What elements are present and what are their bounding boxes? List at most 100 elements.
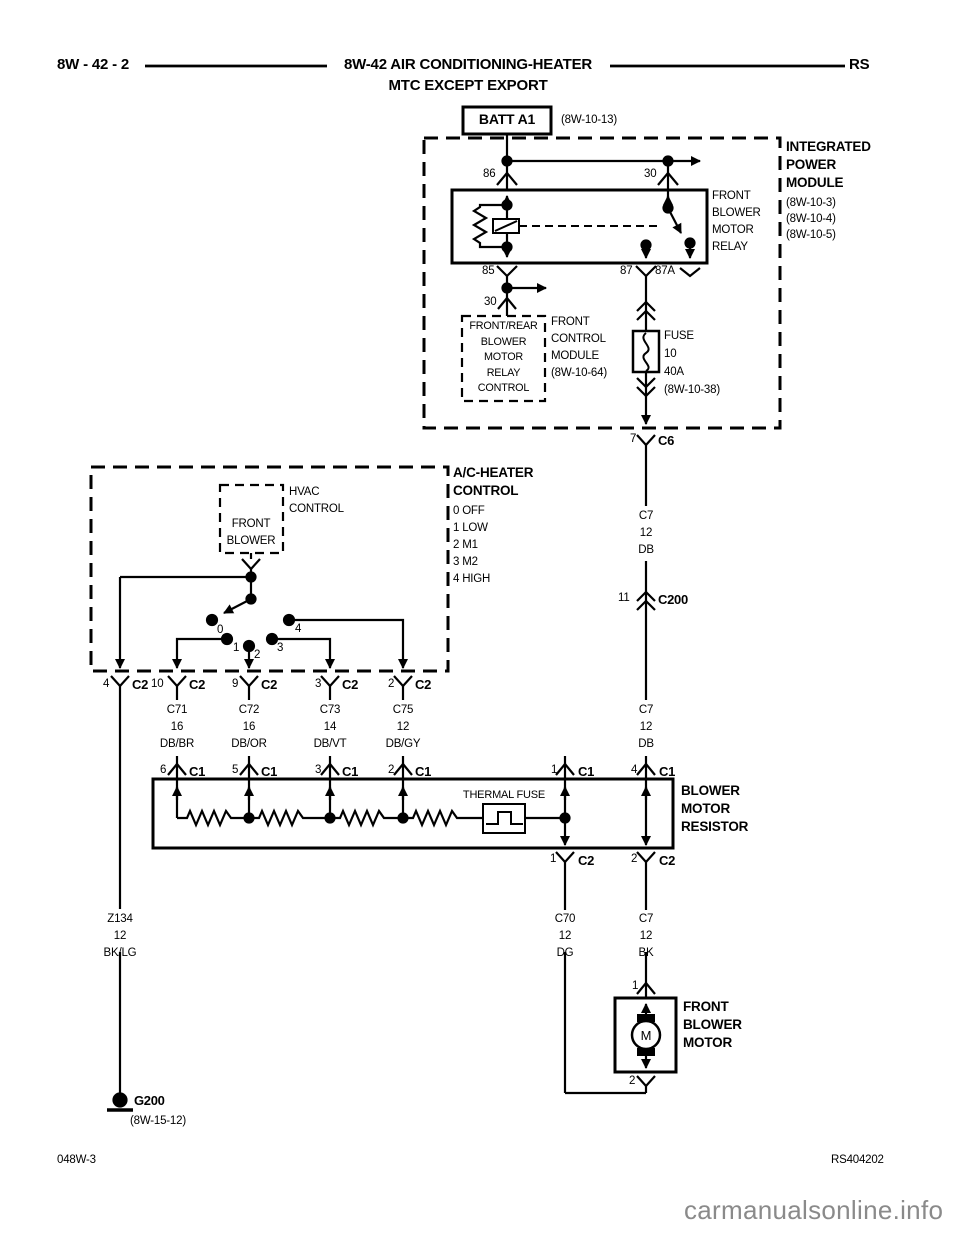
c1-name: C1 [342, 764, 359, 779]
wire-label-c7db-lower: C7 12 DB [638, 704, 654, 750]
fuse-element [642, 332, 650, 372]
c6-connector [636, 434, 656, 447]
ipm-dashed-box [422, 136, 782, 430]
motor-brush-bottom [637, 1048, 655, 1056]
terminal-87a-connector [679, 267, 701, 278]
watermark: carmanualsonline.info [684, 1195, 944, 1225]
switch-pos-2-label: 2 [254, 649, 261, 661]
terminal-85-label: 85 [482, 265, 495, 277]
header-corner: RS [849, 56, 870, 73]
switch-feed-connector [241, 558, 261, 571]
c200-connector [636, 590, 656, 602]
terminal-87-connector [635, 265, 657, 278]
motor-brush-top [637, 1014, 655, 1022]
ipm-title: INTEGRATED POWER MODULE [786, 139, 871, 190]
c2-pin2-label: 2 [388, 678, 395, 690]
resistor-r3 [330, 808, 403, 828]
fcm-dashed-box [460, 314, 547, 403]
resistor-c2-name: C2 [659, 853, 676, 868]
ipm-refs: (8W-10-3) (8W-10-4) (8W-10-5) [786, 197, 836, 241]
motor-pin2-connector [636, 1075, 656, 1088]
c6-pin-label: 7 [630, 433, 637, 445]
wire-label-z134: Z134 12 BK/LG [103, 913, 137, 959]
wire-label-c75: C75 12 DB/GY [385, 704, 421, 750]
front-blower-label: FRONT BLOWER [226, 518, 276, 547]
motor-pin1-label: 1 [632, 980, 639, 992]
ground-symbol [112, 1092, 128, 1108]
hvac-dashed-box [218, 483, 285, 555]
footer-right: RS404202 [831, 1154, 884, 1166]
motor-box [613, 996, 678, 1074]
c2-pin9-label: 9 [232, 678, 239, 690]
battery-feed [461, 105, 701, 190]
terminal-30-label: 30 [644, 168, 657, 180]
fuse-box [631, 329, 661, 374]
resistor-c2-pin2-connector [636, 851, 656, 864]
batt-a1-label: BATT A1 [478, 111, 536, 127]
wire-label-c73: C73 14 DB/VT [313, 704, 347, 750]
ground-name-label: G200 [134, 1093, 165, 1108]
ac-control-title: A/C-HEATER CONTROL [453, 465, 534, 498]
c1-pin4-label: 4 [631, 764, 638, 776]
c2-pin10-label: 10 [151, 678, 164, 690]
motor-and-ground-wiring [107, 952, 678, 1112]
c2-pin4-label: 4 [103, 678, 110, 690]
terminal-86-label: 86 [483, 168, 496, 180]
c2-name: C2 [132, 677, 149, 692]
switch-pos-0-label: 0 [217, 624, 224, 636]
fcm-branch [460, 276, 547, 403]
c1-pin4-connector [636, 762, 656, 776]
wire-label-c72: C72 16 DB/OR [231, 704, 267, 750]
c2-pin3-label: 3 [315, 678, 322, 690]
c1-name: C1 [415, 764, 432, 779]
resistor-r2 [249, 808, 330, 828]
fcm-box-label: FRONT/REAR BLOWER MOTOR RELAY CONTROL [469, 320, 538, 394]
footer-left: 048W-3 [57, 1154, 96, 1166]
batt-ref: (8W-10-13) [561, 114, 617, 126]
wire-label-c7bk: C7 12 BK [638, 913, 654, 959]
ground-ref-label: (8W-15-12) [130, 1115, 186, 1127]
relay-coil-resistor [471, 203, 507, 249]
c2-connector-row [110, 675, 413, 909]
resistor-c2-pin2-label: 2 [631, 853, 638, 865]
relay-switch-arm [667, 207, 682, 234]
fuse-label: FUSE 10 40A (8W-10-38) [664, 330, 720, 396]
c1-pin6-label: 6 [160, 764, 167, 776]
c1-name: C1 [261, 764, 278, 779]
wire-label-c70: C70 12 DG [554, 913, 576, 959]
switch-contact-0 [205, 613, 219, 627]
switch-pos-4-label: 4 [295, 623, 302, 635]
fcm-side-label: FRONT CONTROL MODULE (8W-10-64) [551, 316, 607, 379]
terminal-86-connector [496, 171, 518, 186]
resistor-c2-name: C2 [578, 853, 595, 868]
c1-pin3-label: 3 [315, 764, 322, 776]
thermal-fuse-label: THERMAL FUSE [462, 789, 546, 801]
header-page-ref: 8W - 42 - 2 [57, 56, 129, 73]
c6-name-label: C6 [658, 433, 675, 448]
c1-pin2-label: 2 [388, 764, 395, 776]
switch-pos-3-label: 3 [277, 642, 284, 654]
ac-control-dashed-box [89, 465, 450, 673]
resistor-r1 [177, 808, 249, 828]
c1-name: C1 [659, 764, 676, 779]
terminal-30b-label: 30 [484, 296, 497, 308]
c1-name: C1 [578, 764, 595, 779]
motor-title: FRONT BLOWER MOTOR [683, 999, 742, 1050]
ac-positions-legend: 0 OFF 1 LOW 2 M1 3 M2 4 HIGH [453, 505, 491, 585]
terminal-30-connector [657, 171, 679, 186]
terminal-30b-connector [497, 296, 517, 310]
motor-pin1-connector [636, 981, 656, 995]
thermal-fuse-box [482, 803, 526, 834]
motor-m-label: M [640, 1028, 652, 1043]
wire-label-c7db-upper: C7 12 DB [638, 510, 654, 556]
wire-label-c71: C71 16 DB/BR [159, 704, 195, 750]
resistor-title: BLOWER MOTOR RESISTOR [681, 783, 749, 834]
c2-name: C2 [415, 677, 432, 692]
blower-motor-resistor [151, 777, 675, 910]
c1-name: C1 [189, 764, 206, 779]
fuse-branch [631, 276, 661, 425]
hvac-control-label: HVAC CONTROL [289, 486, 344, 515]
motor-pin2-label: 2 [629, 1075, 636, 1087]
